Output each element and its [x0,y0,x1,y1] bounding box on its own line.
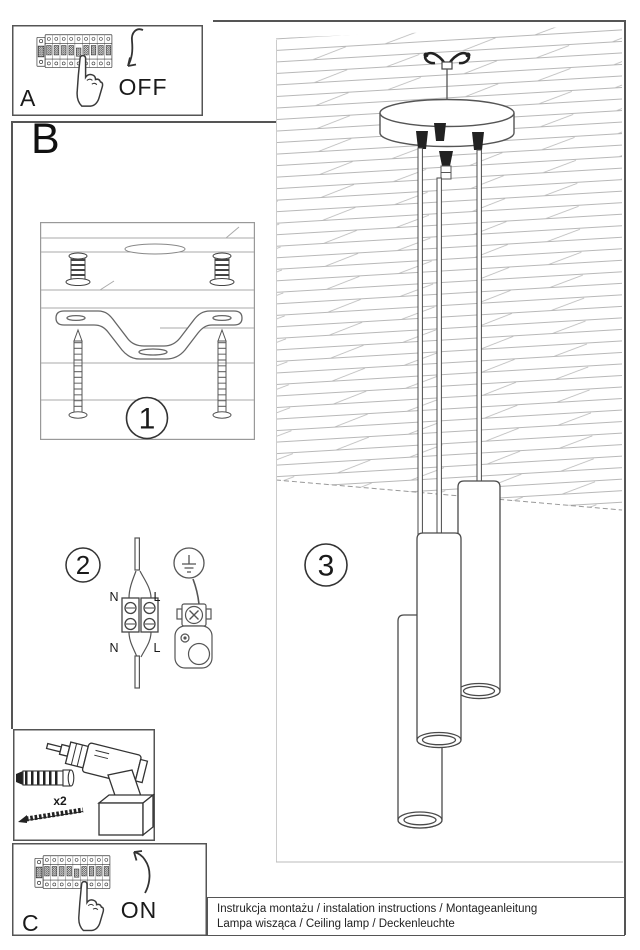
ceiling-pattern [276,25,622,510]
pendant-cable-center [436,177,442,535]
lamp-cylinder-right [457,480,501,700]
ceiling-hole [124,243,186,255]
pendant-cable-right [476,149,482,483]
screw-left-icon [68,328,88,419]
lamp-illustration: 3 [275,25,623,863]
step3-number: 3 [318,550,335,583]
off-label: OFF [119,74,168,100]
step1-number: 1 [139,403,156,436]
wall-plug-icon [16,769,75,787]
wire-label-l-top: L [154,590,161,604]
section-b-letter: B [31,115,60,163]
wall-anchor-left-icon [65,252,91,286]
ground-clamp [174,603,213,669]
footer-line-1: Instrukcja montażu / instalation instruc… [217,902,538,915]
footer-line-2: Lampa wisząca / Ceiling lamp / Deckenleu… [217,917,455,930]
curved-arrow-down-icon [127,28,144,67]
page-right-rule [624,20,626,935]
breaker-panel-icon [34,855,111,889]
step1-mounting-box: 1 [40,222,255,440]
panel-a-letter: A [20,85,36,111]
wire-label-l-bottom: L [154,641,161,655]
ceiling-edge-line [275,479,623,511]
power-cable [128,537,152,689]
footer-box: Instrukcja montażu / instalation instruc… [207,897,625,936]
section-b-left-rule [11,121,13,729]
panel-a-box: OFF A [12,25,203,116]
terminal-block [121,597,159,633]
cord-grip-left [416,131,428,149]
step1-number-circle [125,396,169,440]
breaker-panel-icon [36,34,113,68]
lamp-panel-top-rule [213,20,625,22]
panel-c-box: ON C [12,843,207,936]
curved-arrow-up-icon [133,850,151,894]
earth-symbol-icon [173,547,205,579]
on-label: ON [121,897,158,923]
mounting-bracket [55,310,243,360]
cord-grip-center [434,123,446,141]
section-b-top-rule [11,121,276,123]
strain-relief [439,151,453,166]
wire-label-n-top: N [109,590,118,604]
cord-grips [416,123,484,180]
screw-bit-icon [18,807,84,823]
canopy [379,98,515,148]
step2-wiring-diagram: 2 N L N L [65,537,213,689]
tools-box: x2 [13,729,155,841]
earth-wire [192,578,200,605]
step2-number-circle [65,547,101,583]
wire-label-n-bottom: N [109,641,118,655]
quantity-label: x2 [53,794,67,808]
cord-grip-right [472,132,484,150]
drill-icon [45,741,155,837]
screw-right-icon [212,328,232,419]
step2-number: 2 [76,550,90,580]
step3-number-circle [304,543,348,587]
wall-anchor-right-icon [209,252,235,286]
lamp-cylinder-center [416,532,462,749]
panel-c-letter: C [22,910,39,936]
